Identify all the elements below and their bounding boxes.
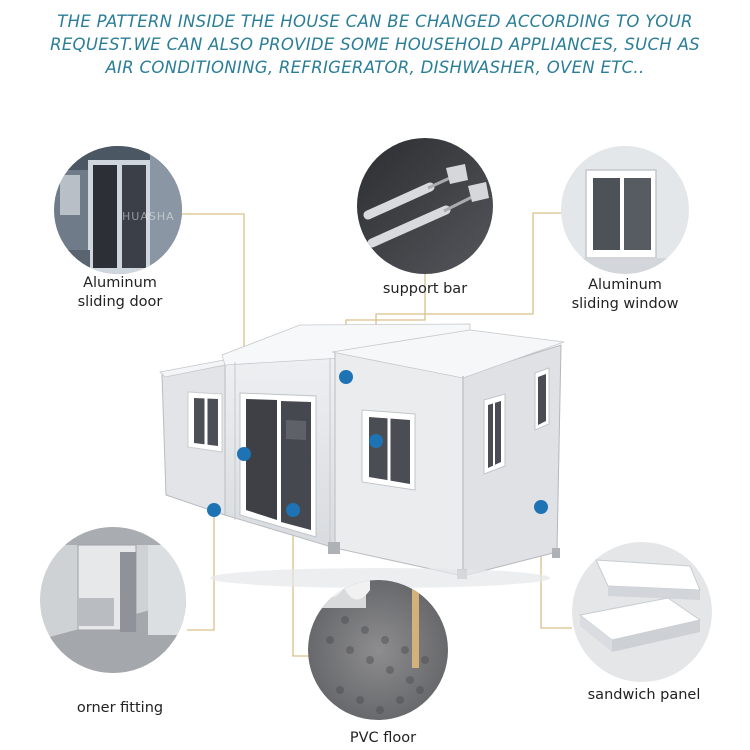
marker-corner-fitting (207, 503, 221, 517)
label-support-bar: support bar (382, 281, 468, 297)
header-line-3: AIR CONDITIONING, REFRIGERATOR, DISHWASH… (105, 58, 645, 77)
marker-sliding-window (369, 434, 383, 448)
header-line-1: THE PATTERN INSIDE THE HOUSE CAN BE CHAN… (57, 12, 693, 31)
sandwich-panel-photo (572, 542, 712, 682)
support-bar-photo (357, 138, 493, 274)
label-pvc-floor: PVC floor (349, 730, 417, 746)
marker-support-bar (339, 370, 353, 384)
label-sliding-window: Aluminum sliding window (571, 277, 679, 312)
header-line-2: REQUEST.WE CAN ALSO PROVIDE SOME HOUSEHO… (50, 35, 700, 54)
pvc-floor-photo (308, 580, 448, 720)
label-sandwich-panel: sandwich panel (587, 687, 701, 703)
corner-fitting-photo (40, 527, 186, 673)
sliding-window-photo (561, 146, 689, 274)
marker-sandwich-panel (534, 500, 548, 514)
marker-pvc-floor (286, 503, 300, 517)
header-text: THE PATTERN INSIDE THE HOUSE CAN BE CHAN… (0, 10, 750, 79)
marker-sliding-door (237, 447, 251, 461)
markers (207, 370, 548, 517)
watermark: HUASHA (122, 210, 175, 223)
container-house (159, 323, 565, 588)
label-sliding-door: Aluminum sliding door (77, 275, 163, 310)
label-corner-fitting: orner fitting (76, 700, 164, 716)
